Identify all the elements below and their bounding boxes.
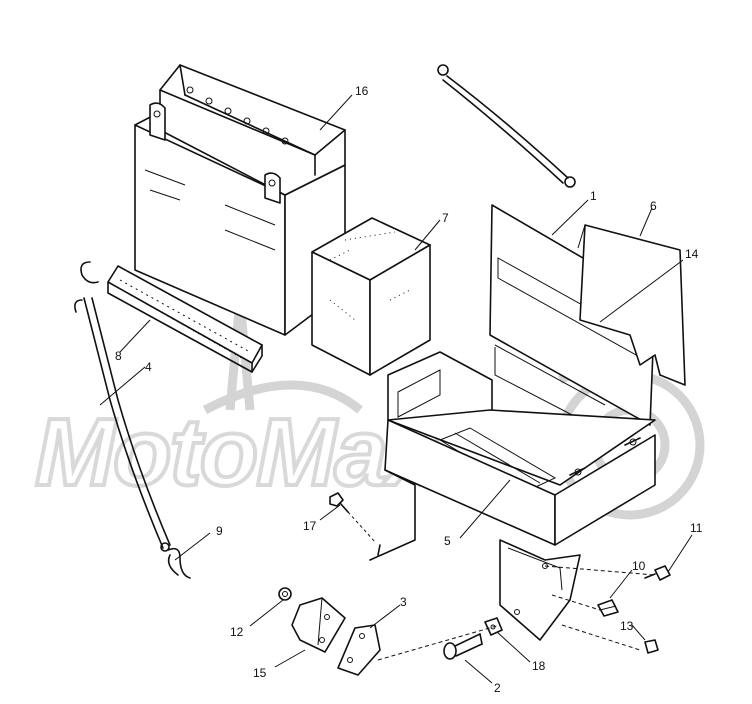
callout-5: 5	[444, 534, 451, 548]
callout-16: 16	[355, 84, 369, 98]
callout-12: 12	[230, 625, 244, 639]
leader-lines	[99, 94, 693, 684]
foam-strip-part[interactable]	[107, 265, 263, 373]
callout-11: 11	[690, 521, 703, 535]
callout-15: 15	[253, 666, 267, 680]
nut-12-part[interactable]	[278, 587, 292, 601]
cover-part[interactable]	[577, 224, 686, 386]
callout-10: 10	[632, 559, 646, 573]
nut-13-part[interactable]	[644, 639, 659, 654]
callouts: 1 2 3 4 5 6 7 8 9 10 11 12 13 14 15 16 1…	[115, 84, 703, 695]
watermark-text: MotoMax	[35, 399, 443, 506]
bracket-3-part[interactable]	[337, 624, 381, 676]
foam-block-part[interactable]	[311, 217, 431, 376]
callout-13: 13	[620, 619, 634, 633]
bolt-2-part[interactable]	[443, 633, 483, 660]
callout-14: 14	[685, 247, 699, 261]
callout-4: 4	[145, 360, 152, 374]
callout-8: 8	[115, 349, 122, 363]
battery-strap-part[interactable]	[74, 261, 191, 579]
bolt-17-part[interactable]	[329, 492, 377, 544]
callout-18: 18	[532, 659, 546, 673]
callout-17: 17	[303, 519, 317, 533]
bracket-15-part[interactable]	[291, 597, 346, 653]
callout-1: 1	[590, 189, 597, 203]
callout-2: 2	[494, 681, 501, 695]
battery-tray-part[interactable]	[369, 204, 656, 641]
callout-9: 9	[216, 524, 223, 538]
bolt-11-part[interactable]	[644, 565, 671, 581]
callout-3: 3	[400, 595, 407, 609]
battery-cable-part[interactable]	[437, 64, 576, 188]
bolt-10-part[interactable]	[597, 599, 619, 617]
battery-part[interactable]	[134, 64, 346, 336]
callout-7: 7	[442, 211, 449, 225]
callout-6: 6	[650, 199, 657, 213]
